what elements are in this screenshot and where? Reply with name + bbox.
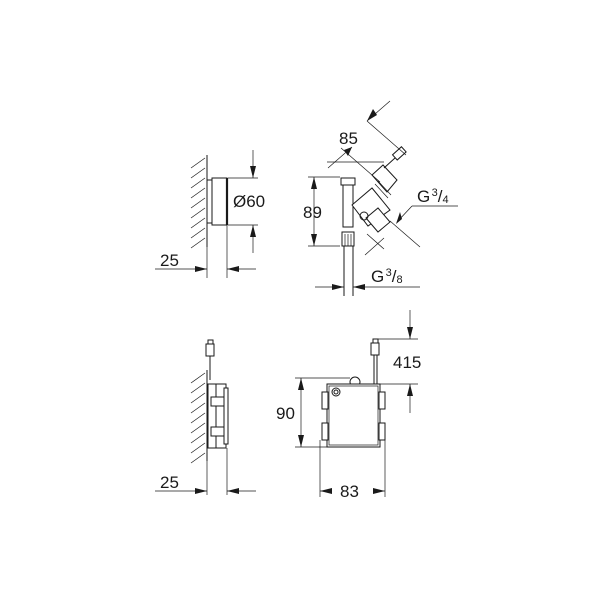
box-side-view <box>155 339 256 495</box>
cover-depth-label: 25 <box>160 251 179 270</box>
valve-length-label: 85 <box>339 129 358 148</box>
valve-height-label: 89 <box>303 203 322 222</box>
box-width-label: 83 <box>340 482 359 501</box>
box-depth-label: 25 <box>160 473 179 492</box>
thread-numerator: 3 <box>431 187 438 199</box>
outlet-thread-label: G 3/8 <box>371 267 403 286</box>
diameter-label: Ø60 <box>233 192 266 211</box>
thread-denominator: 8 <box>396 274 403 286</box>
cover-side-view <box>155 150 258 278</box>
thread-prefix: G <box>371 267 385 286</box>
box-height-label: 90 <box>276 404 295 423</box>
thread-denominator: 4 <box>442 194 449 206</box>
box-front-view <box>295 310 418 497</box>
inlet-thread-label: G 3/4 <box>417 187 449 206</box>
thread-numerator: 3 <box>385 267 392 279</box>
valve-view <box>308 100 458 296</box>
thread-prefix: G <box>417 187 431 206</box>
cable-length-label: 415 <box>393 353 422 372</box>
